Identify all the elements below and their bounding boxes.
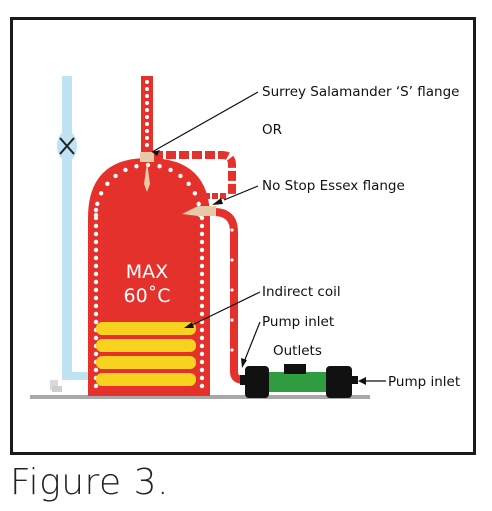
bubble (145, 143, 149, 147)
cylinder-label-temp: 60˚C (124, 285, 171, 307)
bubble (199, 375, 205, 381)
label-essex-flange: No Stop Essex flange (262, 178, 405, 194)
ground-line (30, 395, 370, 399)
bubble (93, 271, 99, 277)
bubble (145, 87, 149, 91)
bubble (186, 181, 191, 187)
bubbles (93, 80, 234, 389)
bubble (145, 129, 149, 133)
bubble (196, 201, 201, 207)
bubble (230, 228, 234, 232)
bubble (199, 239, 205, 245)
bubble (199, 231, 205, 237)
bubble (93, 311, 99, 317)
callout-leaders (151, 91, 386, 385)
bubble (93, 383, 99, 389)
bubble (145, 122, 149, 126)
pump (240, 364, 358, 398)
bubble (230, 318, 234, 322)
bubble (93, 367, 99, 373)
bubble (168, 167, 173, 173)
bubble (199, 279, 205, 285)
bubble (93, 295, 99, 301)
bubble (199, 255, 205, 261)
bubble (98, 191, 104, 196)
bubble (145, 136, 149, 140)
bubble (93, 223, 99, 229)
label-pump-inlet-right: Pump inlet (388, 374, 460, 390)
figure-caption: Figure 3. (10, 462, 169, 503)
bubble (199, 311, 205, 317)
bubble (230, 288, 234, 292)
label-indirect-coil: Indirect coil (262, 284, 341, 300)
bubble (199, 359, 205, 365)
bubble (199, 343, 205, 349)
bubble (123, 167, 128, 173)
bubble (93, 212, 99, 218)
bubble (199, 327, 205, 333)
bubble (199, 351, 205, 357)
bubble (157, 164, 162, 169)
bubble (93, 247, 99, 253)
bubble (93, 207, 99, 213)
label-outlets: Outlets (273, 343, 322, 359)
isolation-valve-icon (57, 131, 77, 161)
hot-water-cylinder (88, 76, 245, 396)
label-pump-inlet-top: Pump inlet (262, 314, 334, 330)
bubble (93, 231, 99, 237)
bubble (95, 201, 100, 207)
bubble (199, 247, 205, 253)
bubble (178, 173, 183, 179)
bubble (93, 351, 99, 357)
label-surrey-flange: Surrey Salamander ‘S’ flange (262, 84, 460, 100)
bubble (145, 115, 149, 119)
bubble (93, 319, 99, 325)
bubble (145, 80, 149, 84)
bubble (134, 164, 139, 169)
bubble (93, 239, 99, 245)
bubble (93, 255, 99, 261)
bubble (199, 287, 205, 293)
label-or: OR (262, 122, 282, 138)
bubble (199, 367, 205, 373)
bubble (145, 94, 149, 98)
bubble (93, 335, 99, 341)
bubble (230, 258, 234, 262)
bubble (113, 173, 118, 179)
essex-flange-icon (182, 206, 216, 216)
bubble (199, 383, 205, 389)
bubble (199, 223, 205, 229)
bubble (199, 263, 205, 269)
cold-feed-pipe (50, 76, 90, 392)
bubble (93, 263, 99, 269)
bubble (93, 287, 99, 293)
bubble (230, 348, 234, 352)
surrey-flange-icon (140, 152, 154, 192)
bubble (199, 295, 205, 301)
bubble (192, 191, 198, 196)
bubble (145, 101, 149, 105)
bubble (145, 108, 149, 112)
indirect-coil (96, 322, 196, 386)
bubble (93, 279, 99, 285)
bubble (199, 335, 205, 341)
bubble (199, 271, 205, 277)
bubble (93, 303, 99, 309)
cylinder-label-max: MAX (126, 261, 168, 283)
bubble (199, 303, 205, 309)
bubble (105, 181, 110, 187)
